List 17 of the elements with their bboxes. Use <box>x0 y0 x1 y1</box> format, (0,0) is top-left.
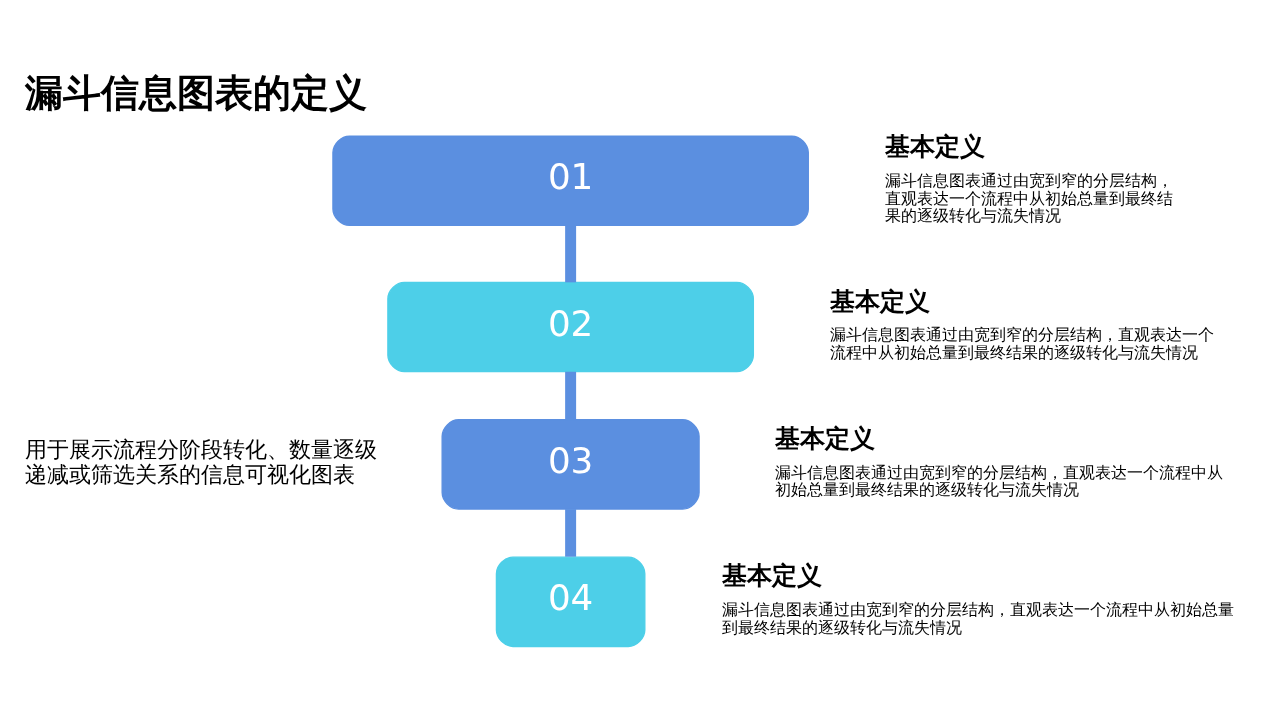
node-label: 漏斗信息图表通过由宽到窄的分层结构，直观表达一个流程中从初始总量到最终结果的逐级转化与流失情况 <box>830 325 1215 363</box>
node-box: 02 <box>387 281 755 373</box>
label: 用于展示流程分阶段转化、数量逐级递减或筛选关系的信息可视化图表 <box>24 437 377 487</box>
node-label: 基本定义 <box>885 132 986 162</box>
node-label: 基本定义 <box>721 561 822 591</box>
connector <box>565 371 577 420</box>
connector <box>565 509 577 557</box>
diagram-title: 漏斗信息图表的定义 <box>24 70 367 116</box>
node-label: 基本定义 <box>830 286 931 316</box>
node-box: 03 <box>441 419 700 510</box>
node-box: 04 <box>495 556 646 648</box>
node-box: 01 <box>332 135 809 227</box>
node-label: 漏斗信息图表通过由宽到窄的分层结构，直观表达一个流程中从初始总量到最终结果的逐级转化与流失情况 <box>721 599 1234 637</box>
node-label: 漏斗信息图表通过由宽到窄的分层结构，直观表达一个流程中从初始总量到最终结果的逐级转化与流失情况 <box>885 170 1174 226</box>
node-label: 漏斗信息图表通过由宽到窄的分层结构，直观表达一个流程中从初始总量到最终结果的逐级转化与流失情况 <box>775 462 1224 500</box>
node-label: 基本定义 <box>775 424 876 454</box>
connector <box>565 225 577 283</box>
